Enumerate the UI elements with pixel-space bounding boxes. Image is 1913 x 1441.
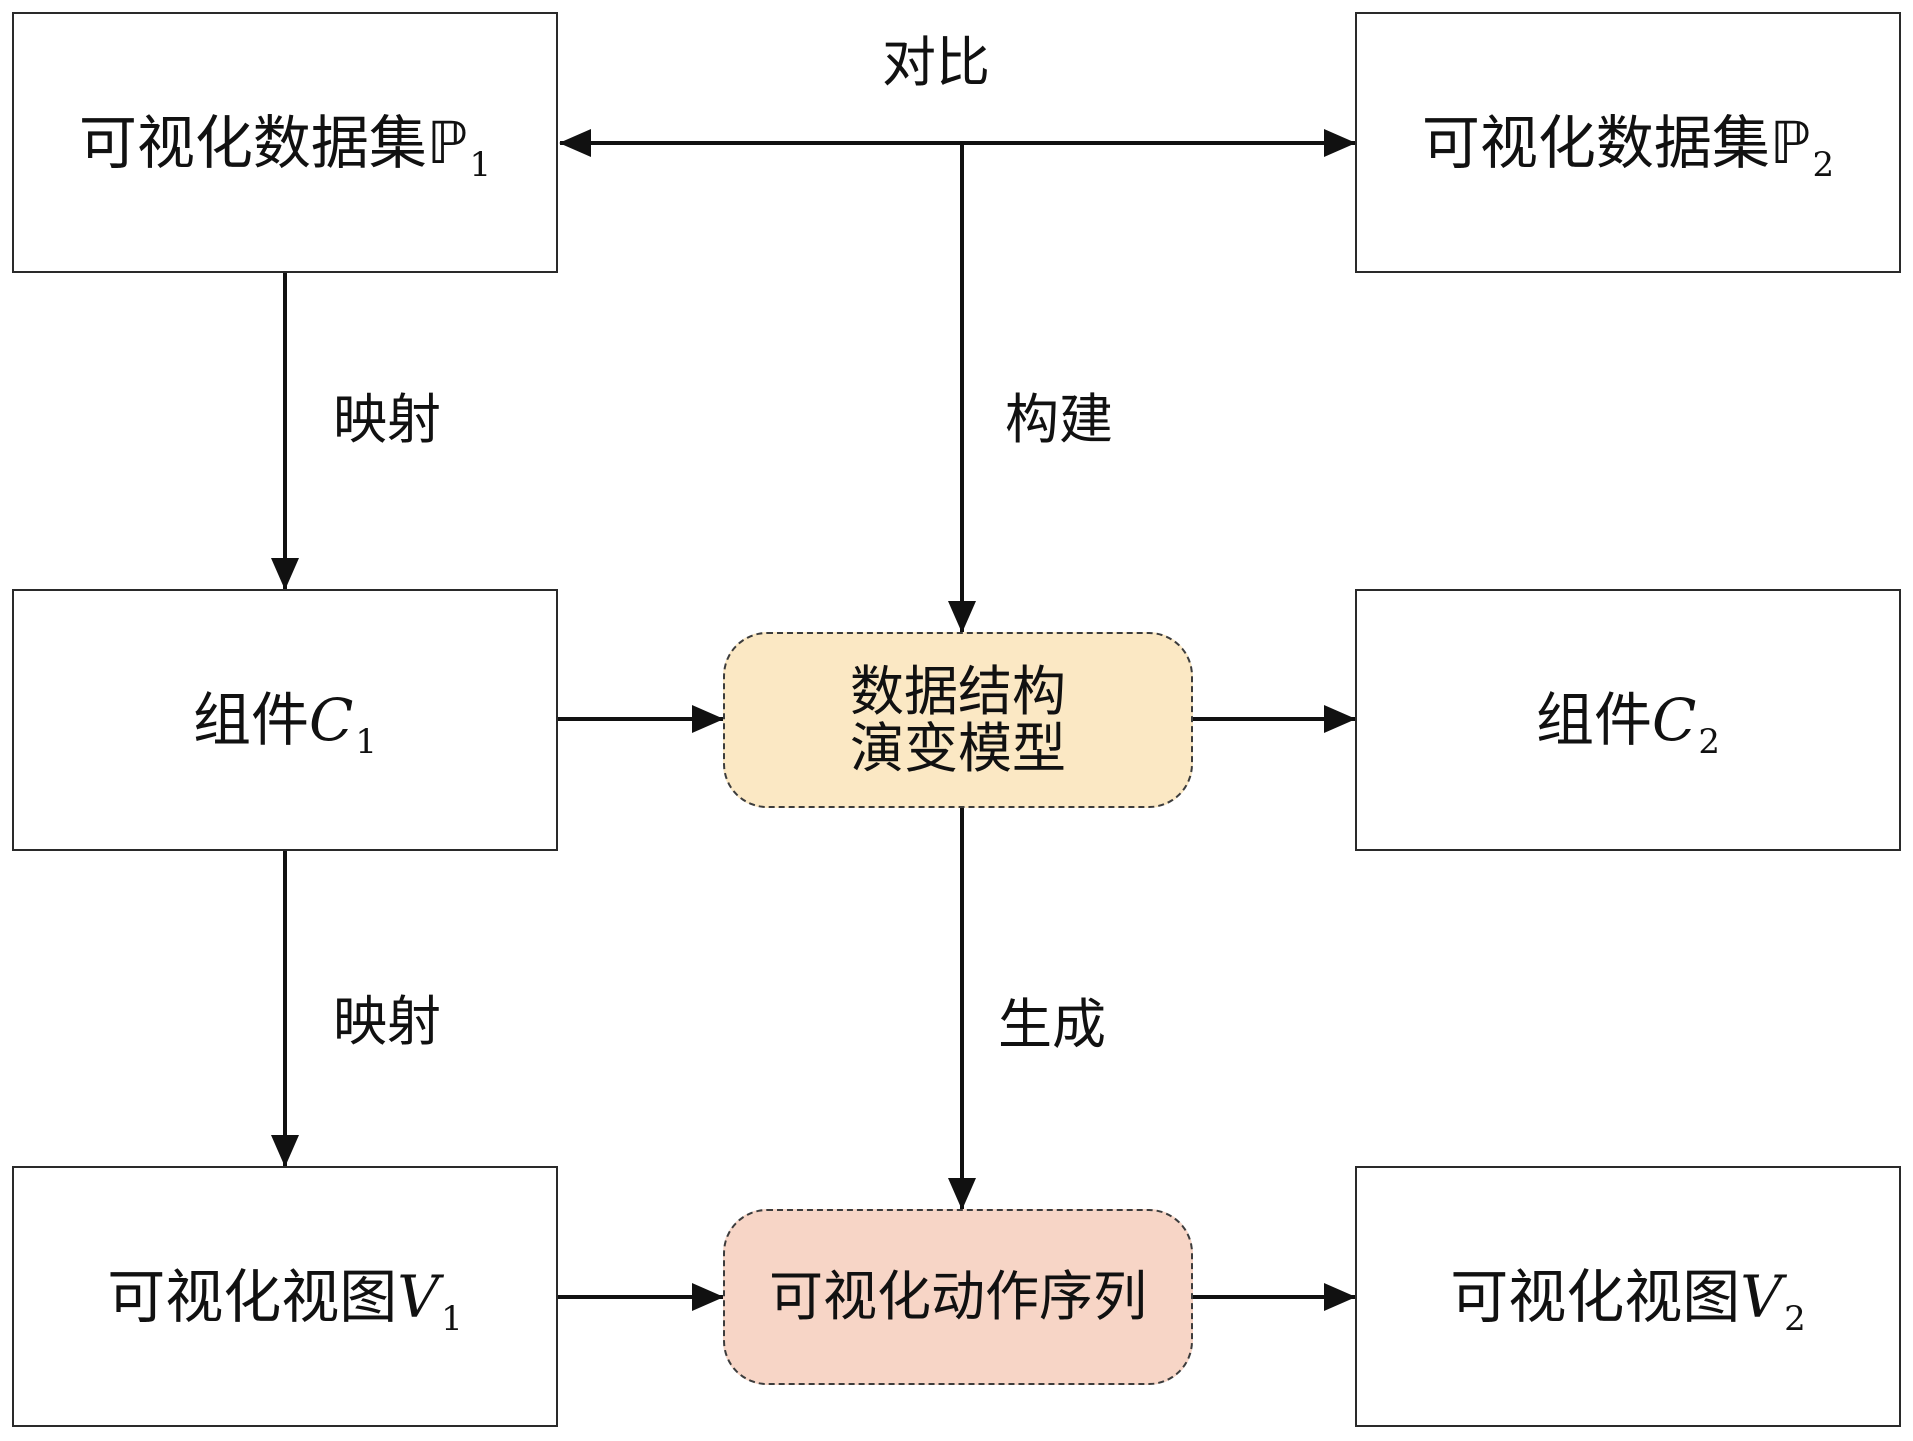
evolution-model-line2: 演变模型 xyxy=(850,717,1066,780)
evolution-model-box: 数据结构 演变模型 xyxy=(723,632,1193,808)
compare-label: 对比 xyxy=(882,31,990,94)
action-sequence-label: 可视化动作序列 xyxy=(769,1265,1147,1329)
view1-subscript: 1 xyxy=(441,1298,463,1339)
component2-symbol: C xyxy=(1651,686,1697,754)
generate-label: 生成 xyxy=(998,993,1106,1056)
dataset2-subscript: 2 xyxy=(1812,144,1835,185)
view1-label: 可视化视图 xyxy=(107,1262,398,1331)
component1-subscript: 1 xyxy=(355,722,378,762)
map-top-label: 映射 xyxy=(333,388,441,451)
dataset2-symbol: ℙ xyxy=(1769,108,1811,177)
view2-symbol: V xyxy=(1740,1262,1783,1331)
dataset1-label: 可视化数据集 xyxy=(78,108,427,177)
build-label: 构建 xyxy=(1005,388,1113,451)
component2-label: 组件 xyxy=(1535,686,1652,754)
map-bottom-label: 映射 xyxy=(333,990,441,1053)
component1-label: 组件 xyxy=(192,686,309,754)
view1-symbol: V xyxy=(397,1262,440,1331)
dataset1-symbol: ℙ xyxy=(426,108,468,177)
component2-subscript: 2 xyxy=(1698,722,1721,762)
view2-subscript: 2 xyxy=(1784,1298,1806,1339)
dataset1-subscript: 1 xyxy=(469,144,492,185)
component1-symbol: C xyxy=(308,686,354,754)
dataset2-label: 可视化数据集 xyxy=(1421,108,1770,177)
view2-label: 可视化视图 xyxy=(1450,1262,1741,1331)
evolution-model-line1: 数据结构 xyxy=(850,659,1066,723)
action-sequence-box: 可视化动作序列 xyxy=(723,1209,1193,1385)
